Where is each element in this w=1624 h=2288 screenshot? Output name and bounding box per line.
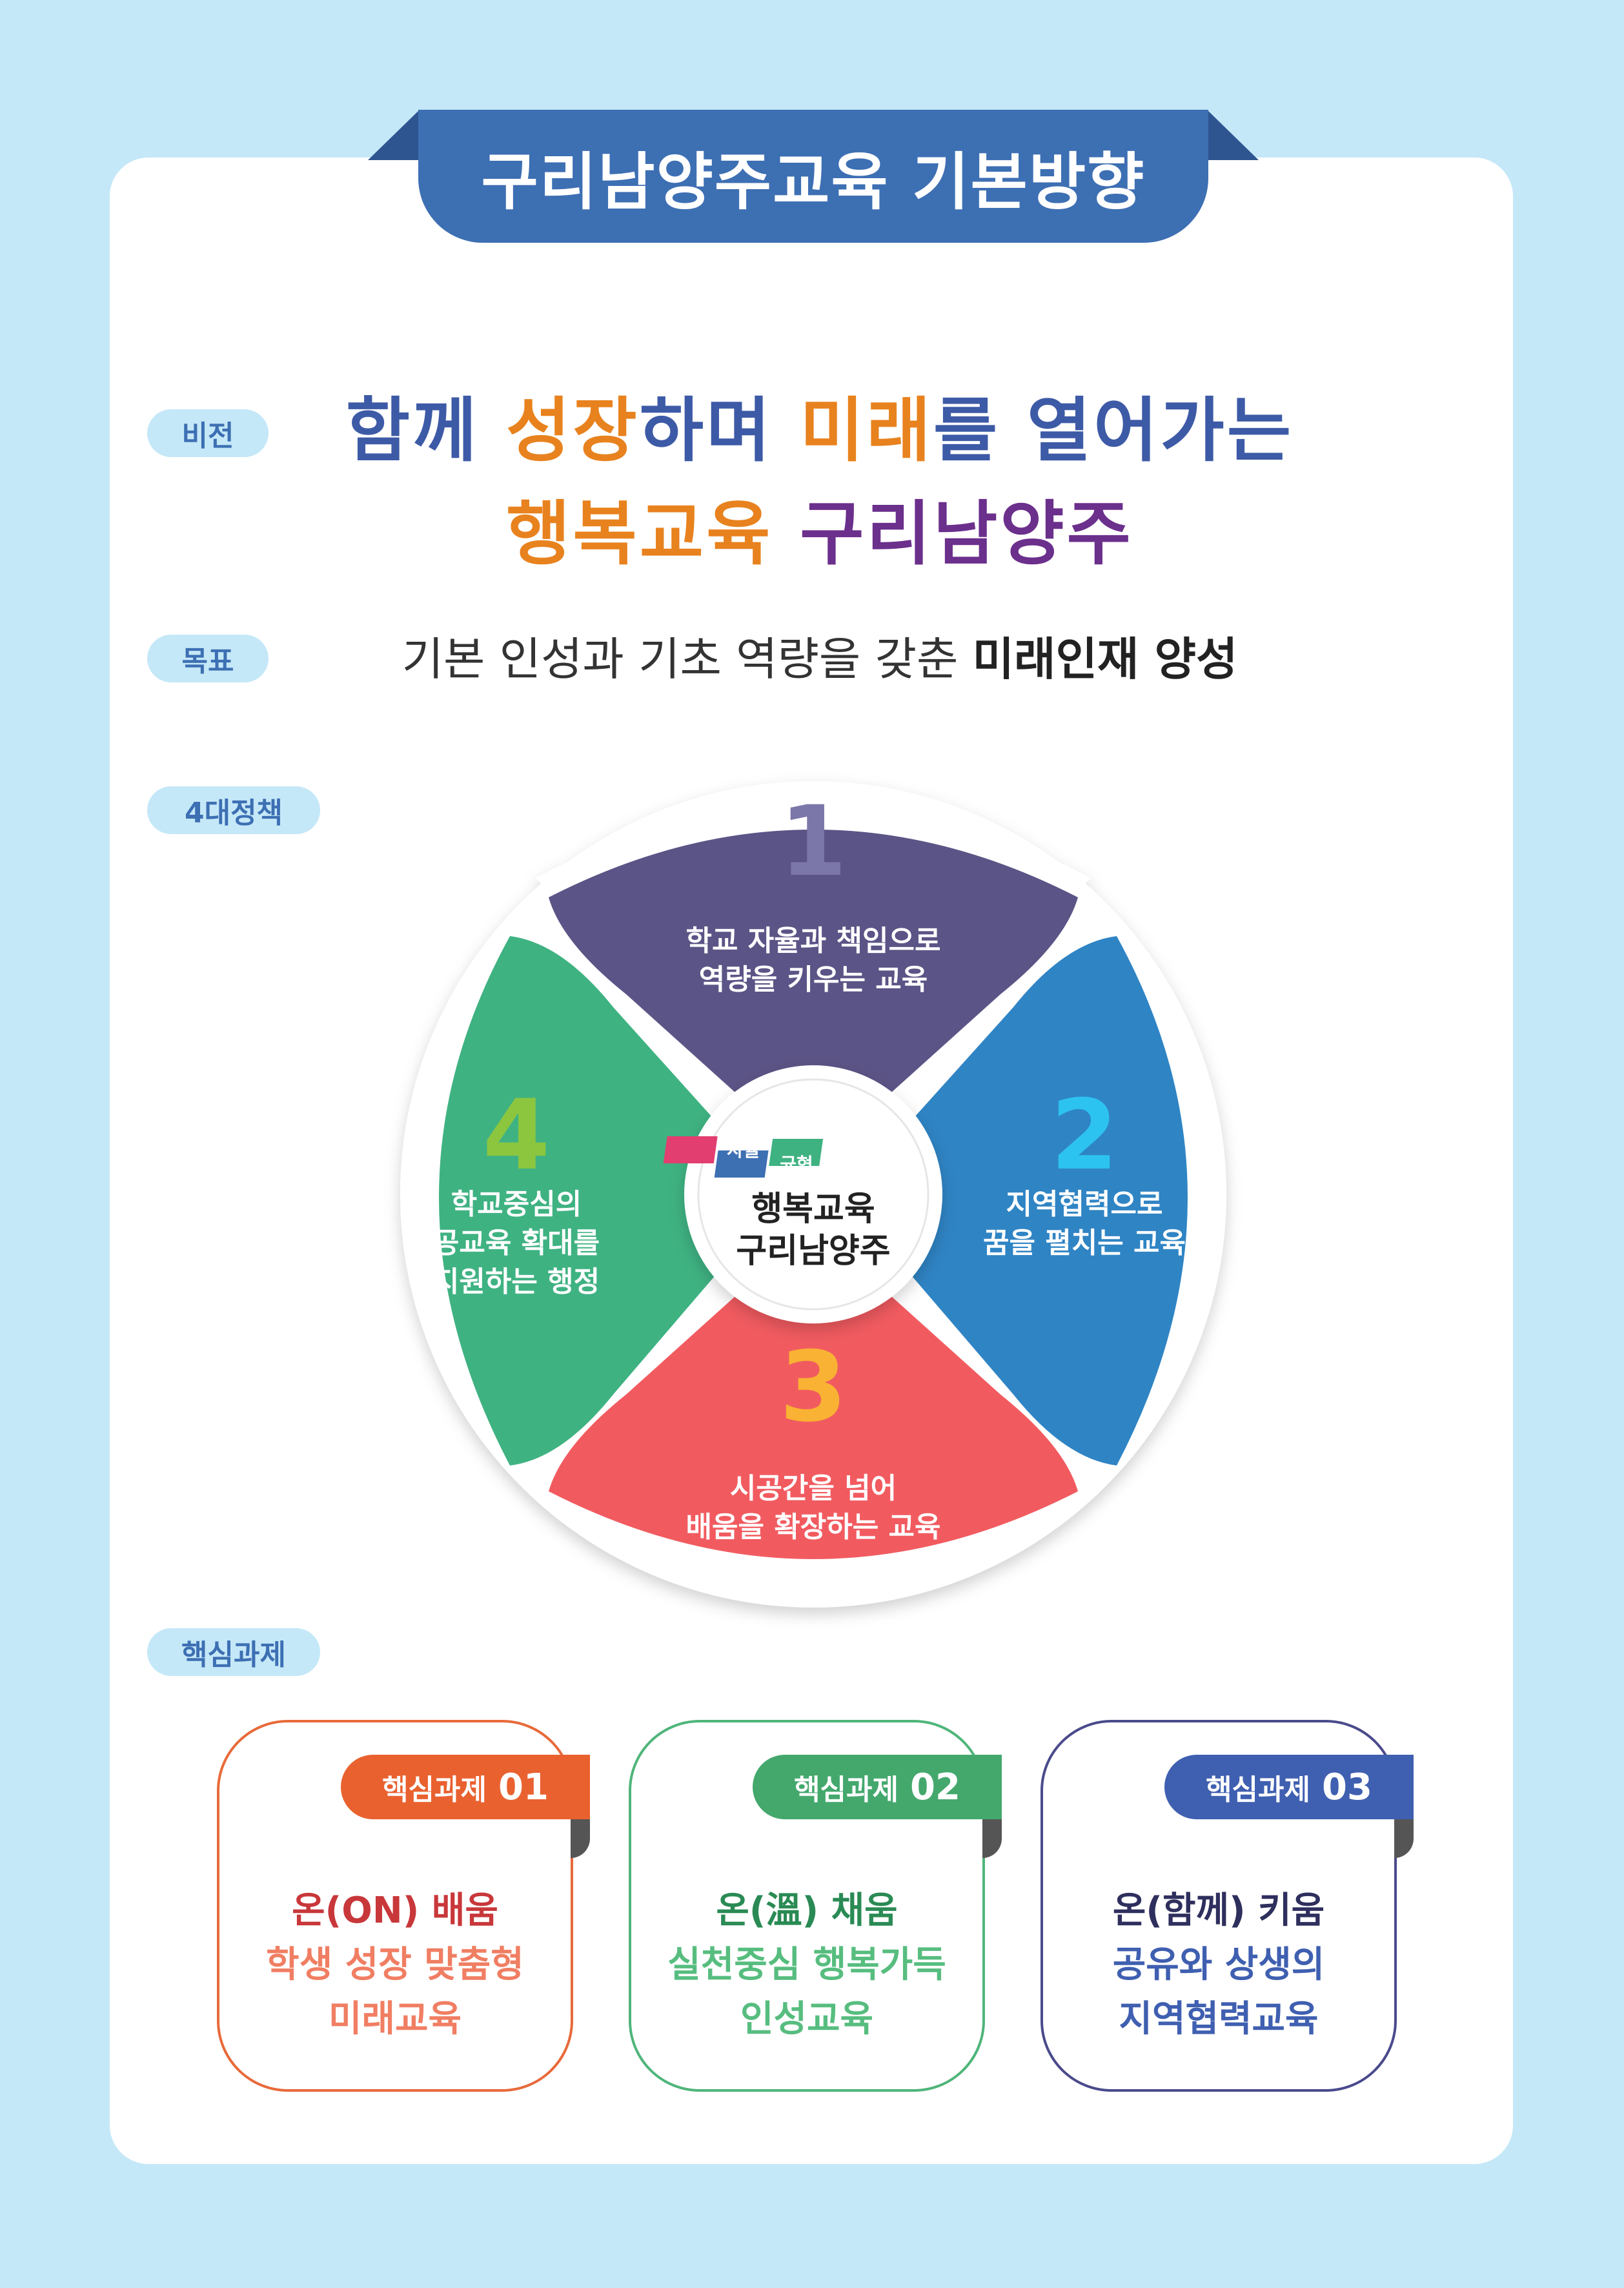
policy-3-line-2: 배움을 확장하는 교육 [686,1511,941,1544]
goal-normal: 기본 인성과 기초 역량을 갖춘 [401,633,973,686]
goal-text: 기본 인성과 기초 역량을 갖춘 미래인재 양성 [271,623,1368,688]
task-title: 온(함께) 키움 [1112,1890,1325,1932]
task-line-2: 실천중심 행복가득 [667,1944,946,1986]
vision-part: 하며 [639,391,800,471]
task-tag-number: 03 [1321,1766,1372,1808]
banner-fold-right [1207,110,1259,160]
task-body: 온(함께) 키움 공유와 상생의 지역협력교육 [1043,1884,1394,2047]
task-line-3: 미래교육 [328,1998,462,2040]
policy-number-1: 1 [780,786,847,898]
policy-petal-4 [439,936,729,1466]
task-tag-number: 02 [909,1766,960,1808]
task-line-2: 학생 성장 맞춤형 [266,1944,524,1986]
task-card-03: 핵심과제 03 온(함께) 키움 공유와 상생의 지역협력교육 [1040,1720,1414,2092]
center-circle [684,1065,942,1323]
center-ring [697,1078,929,1311]
task-line-2: 공유와 상생의 [1112,1944,1325,1986]
tasks-label: 핵심과제 [147,1628,320,1676]
vision-part: 미래 [800,391,933,471]
task-card-01: 핵심과제 01 온(ON) 배움 학생 성장 맞춤형 미래교육 [217,1720,590,2092]
task-tag: 핵심과제 01 [341,1755,590,1819]
vision-line-1: 함께 성장하며 미래를 열어가는 [271,374,1368,475]
task-tag-number: 01 [498,1766,549,1808]
policy-1-line-1: 학교 자율과 책임으로 [686,924,941,957]
badge-text: 균형 [780,1154,813,1175]
badge-text: 미래 [833,1142,866,1163]
center-line-1: 행복교육 [751,1190,875,1229]
badge-balance [714,1150,769,1178]
task-line-3: 인성교육 [740,1998,874,2040]
task-tag-label: 핵심과제 [382,1773,487,1806]
policy-4-line-3: 지원하는 행정 [433,1265,600,1298]
task-tag-label: 핵심과제 [794,1773,898,1806]
policy-2-line-2: 꿈을 펼치는 교육 [983,1227,1186,1260]
page-title: 구리남양주교육 기본방향 [418,110,1208,243]
policy-flower: 자율 균형 미래 행복교육 구리남양주 1 학교 자율과 책임으로 역량을 키우… [400,781,1226,1608]
vision-part: 구리남양주 [800,494,1133,575]
task-line-3: 지역협력교육 [1119,1998,1319,2040]
badge-future [769,1139,824,1166]
policy-petal-2 [897,936,1188,1466]
banner-fold-left [368,110,420,160]
task-body: 온(溫) 채움 실천중심 행복가득 인성교육 [631,1884,982,2047]
policy-3-line-1: 시공간을 넘어 [730,1472,897,1505]
goal-bold: 미래인재 양성 [972,633,1238,686]
policy-petal-1 [549,830,1078,1110]
vision-label: 비전 [147,409,269,457]
task-card-02: 핵심과제 02 온(溫) 채움 실천중심 행복가득 인성교육 [629,1720,1002,2092]
vision-line-2: 행복교육 구리남양주 [271,478,1368,578]
vision-part: 행복교육 [506,494,800,575]
badge-text: 자율 [727,1139,760,1161]
center-line-2: 구리남양주 [736,1232,890,1271]
policy-1-line-2: 역량을 키우는 교육 [699,963,928,996]
policy-petal-3 [549,1278,1078,1559]
vision-part: 성장 [506,391,640,471]
title-banner: 구리남양주교육 기본방향 [368,110,1259,243]
vision-part: 를 열어가는 [933,391,1294,471]
policy-number-3: 3 [780,1331,847,1444]
policy-4-line-1: 학교중심의 [451,1188,582,1221]
policies-label: 4대정책 [147,786,320,834]
task-tag: 핵심과제 03 [1164,1755,1414,1819]
task-tag: 핵심과제 02 [753,1755,1002,1819]
vision-part: 함께 [345,391,507,471]
task-title: 온(ON) 배움 [292,1890,498,1932]
task-tag-label: 핵심과제 [1206,1773,1310,1806]
task-title: 온(溫) 채움 [716,1890,898,1932]
policy-4-line-2: 공교육 확대를 [433,1227,600,1260]
badge-autonomy [663,1136,718,1163]
task-body: 온(ON) 배움 학생 성장 맞춤형 미래교육 [219,1884,571,2047]
policy-number-2: 2 [1051,1079,1118,1192]
policy-2-line-1: 지역협력으로 [1006,1188,1163,1221]
goal-label: 목표 [147,635,269,682]
policy-number-4: 4 [483,1079,550,1192]
